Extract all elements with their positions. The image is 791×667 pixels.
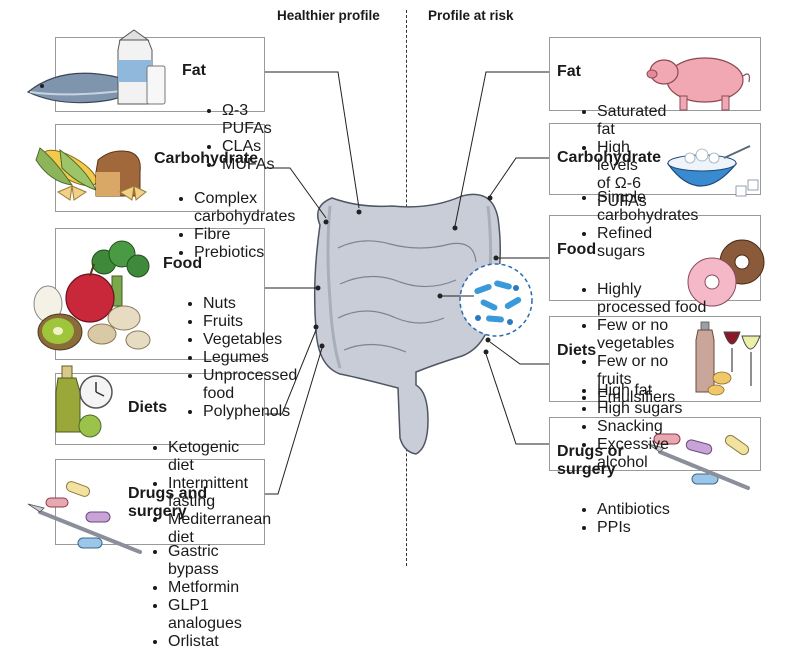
risk-carbohydrate-title: Carbohydrate: [557, 149, 662, 167]
connector-healthier-carbohydrate: [265, 167, 327, 219]
connector-dot: [493, 255, 499, 261]
connector-risk-fat: [454, 71, 549, 227]
connector-dot: [485, 337, 491, 343]
connector-dot: [323, 219, 329, 225]
list-item: Few or no vegetables: [597, 317, 707, 353]
connector-dot: [315, 285, 321, 291]
list-item: Excessive alcohol: [597, 436, 687, 472]
list-item: PPIs: [597, 519, 667, 537]
healthier-carbohydrate-text: Carbohydrate Complex carbohydrates Fibre…: [154, 129, 295, 278]
risk-diets-title: Diets: [557, 342, 597, 360]
nuts-icon: [87, 305, 151, 350]
connector-healthier-diets: [265, 329, 317, 415]
list-item: MUFAs: [222, 156, 274, 174]
healthier-food-title: Food: [163, 255, 203, 273]
bread-icon: [95, 150, 141, 197]
healthier-drugs-text: Drugs and surgery Gastric bypass Metform…: [128, 464, 263, 667]
list-item: Orlistat: [168, 633, 263, 651]
list-item: Saturated fat: [597, 103, 666, 139]
apple-icon: [65, 263, 115, 323]
pasta-icon: [56, 185, 147, 201]
risk-diets-text: Diets High fat High sugars Snacking Exce…: [557, 321, 687, 488]
list-item: High fat: [597, 382, 687, 400]
list-item: Polyphenols: [203, 403, 290, 421]
list-item: Gastric bypass: [168, 543, 263, 579]
healthier-diets-text: Diets Ketogenic diet Intermittent fastin…: [128, 378, 271, 563]
risk-diets-box: [549, 316, 761, 402]
wine-glass-icon: [723, 331, 761, 386]
list-item: High sugars: [597, 400, 687, 418]
connector-dot: [452, 225, 458, 231]
healthier-fat-title: Fat: [182, 62, 206, 80]
connector-dot: [437, 293, 443, 299]
risk-food-title: Food: [557, 241, 597, 259]
list-item: GLP1 analogues: [168, 597, 263, 633]
chips-icon: [707, 371, 732, 396]
sugar-bowl-icon: [666, 145, 759, 197]
connector-healthier-drugs: [265, 347, 323, 495]
soda-bottle-icon: [695, 321, 715, 393]
list-item: Ω-3 PUFAs: [222, 102, 272, 138]
list-item: Refined sugars: [597, 225, 667, 261]
scalpel-icon: [647, 443, 750, 490]
list-item: Antibiotics: [597, 501, 670, 519]
list-item: Emulsifiers: [597, 389, 707, 407]
connector-risk-diets: [489, 341, 549, 365]
corn-icon: [35, 147, 98, 191]
connector-lines: [265, 71, 549, 495]
list-item: Fibre: [194, 226, 262, 244]
connector-dot: [313, 324, 319, 330]
pig-icon: [646, 57, 750, 111]
risk-fat-title: Fat: [557, 63, 581, 81]
healthier-diets-title: Diets: [128, 399, 168, 417]
list-item: Mediterranean diet: [168, 511, 271, 547]
connector-risk-drugs: [485, 353, 549, 445]
donut-icon: [687, 239, 765, 307]
list-item: Intermittent fasting: [168, 475, 263, 511]
risk-drugs-box: [549, 417, 761, 471]
list-item: Vegetables: [203, 331, 282, 349]
connector-dot: [319, 343, 325, 349]
olive-oil-icon: [55, 365, 102, 438]
list-item: Snacking: [597, 418, 687, 436]
list-item: Few or no fruits: [597, 353, 707, 389]
profile-at-risk-header: Profile at risk: [428, 8, 514, 23]
healthier-carbohydrate-box: [55, 124, 265, 212]
connector-dot: [356, 209, 362, 215]
kiwi-icon: [37, 313, 83, 351]
pills-icon: [653, 433, 750, 485]
illustrations: [26, 29, 765, 554]
risk-food-text: Food Highly processed food Few or no veg…: [557, 220, 707, 423]
risk-drugs-text: Drugs or surgery Antibiotics PPIs: [557, 422, 670, 553]
pills-icon: [45, 481, 111, 549]
healthier-profile-header: Healthier profile: [277, 8, 380, 23]
list-item: Nuts: [203, 295, 261, 313]
list-item: Complex carbohydrates: [194, 190, 295, 226]
connector-dot: [487, 195, 493, 201]
milk-carton-icon: [117, 29, 166, 105]
list-item: High levels of Ω-6 PUFAs: [597, 139, 649, 211]
connector-dot: [483, 349, 489, 355]
list-item: Legumes: [203, 349, 269, 367]
list-item: Prebiotics: [194, 244, 264, 262]
risk-fat-text: Fat Saturated fat High levels of Ω-6 PUF…: [557, 42, 666, 227]
healthier-carbohydrate-title: Carbohydrate: [154, 150, 259, 168]
healthier-fat-text: Fat Ω-3 PUFAs CLAs MUFAs: [182, 41, 274, 190]
list-item: Metformin: [168, 579, 263, 597]
list-item: Fruits: [203, 313, 261, 331]
scalpel-icon: [27, 503, 142, 554]
microbiota-icon: [459, 263, 533, 337]
risk-drugs-title: Drugs or surgery: [557, 443, 624, 479]
healthier-food-text: Food Nuts Fruits Vegetables Legumes Unpr…: [163, 234, 297, 437]
connector-group: [265, 71, 549, 495]
broccoli-icon: [91, 240, 150, 307]
list-item: Highly processed food: [597, 281, 707, 317]
connector-risk-carbohydrate: [489, 157, 549, 197]
list-item: Unprocessed food: [203, 367, 297, 403]
clock-icon: [79, 375, 113, 409]
list-item: Ketogenic diet: [168, 439, 263, 475]
healthier-drugs-title: Drugs and surgery: [128, 485, 208, 521]
list-item: CLAs: [222, 138, 264, 156]
connector-healthier-fat: [265, 71, 360, 209]
